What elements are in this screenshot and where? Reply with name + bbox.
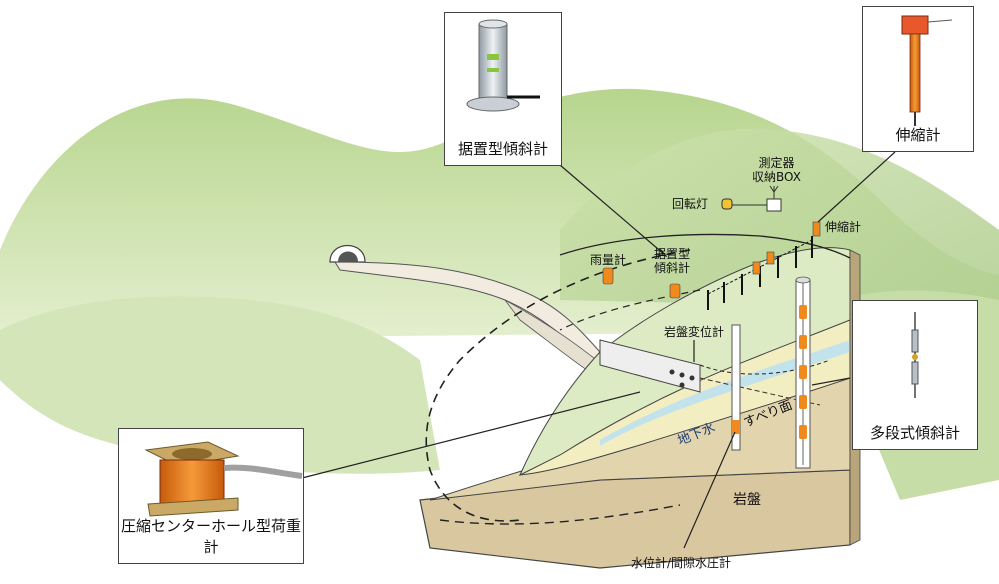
callout-extensometer-caption: 伸縮計 bbox=[895, 126, 941, 144]
callout-tiltmeter: 据置型傾斜計 bbox=[444, 12, 562, 166]
leader-extensometer bbox=[817, 151, 896, 223]
leader-water-level bbox=[683, 431, 736, 549]
groundwater-band bbox=[600, 340, 850, 446]
tiltmeter-marker bbox=[669, 283, 681, 299]
rotating-light-marker bbox=[721, 198, 733, 210]
callout-multi-tilt: 多段式傾斜計 bbox=[852, 300, 978, 450]
water-level-borehole bbox=[731, 324, 741, 451]
callout-tiltmeter-caption: 据置型傾斜計 bbox=[457, 140, 548, 158]
callout-load-cell-caption: 圧縮センターホール型荷重計 bbox=[120, 517, 301, 556]
leader-tiltmeter bbox=[559, 164, 666, 256]
label-box-line2: 収納BOX bbox=[752, 170, 801, 184]
label-tiltmeter-line2: 傾斜計 bbox=[654, 261, 691, 275]
measurement-box bbox=[766, 198, 782, 212]
label-bedrock: 岩盤 bbox=[733, 492, 761, 508]
extensometer-fence bbox=[707, 236, 813, 310]
leader-multi-tilt bbox=[811, 377, 851, 386]
label-rock-disp: 岩盤変位計 bbox=[664, 325, 725, 339]
slide-boundary bbox=[425, 249, 691, 522]
label-box: 測定器 収納BOX bbox=[752, 156, 801, 184]
label-tiltmeter: 据置型 傾斜計 bbox=[654, 247, 690, 275]
retaining-wall bbox=[599, 339, 701, 393]
callout-extensometer: 伸縮計 bbox=[862, 6, 974, 152]
callout-load-cell: 圧縮センターホール型荷重計 bbox=[118, 428, 304, 564]
hill-foreground-left bbox=[0, 296, 440, 474]
slip-surface-line bbox=[699, 359, 831, 375]
label-rotating-light: 回転灯 bbox=[672, 197, 709, 211]
crown-line bbox=[559, 233, 851, 259]
rain-gauge-marker bbox=[602, 267, 614, 285]
multi-stage-borehole bbox=[795, 276, 811, 469]
label-box-line1: 測定器 bbox=[758, 156, 795, 170]
label-extensometer: 伸縮計 bbox=[825, 220, 862, 234]
label-rain-gauge: 雨量計 bbox=[590, 253, 627, 267]
label-water-level: 水位計/間隙水圧計 bbox=[631, 556, 732, 570]
callout-multi-tilt-caption: 多段式傾斜計 bbox=[869, 424, 960, 442]
hill-right bbox=[560, 128, 999, 310]
leader-load-cell bbox=[301, 391, 641, 479]
label-tiltmeter-line1: 据置型 bbox=[654, 247, 691, 261]
